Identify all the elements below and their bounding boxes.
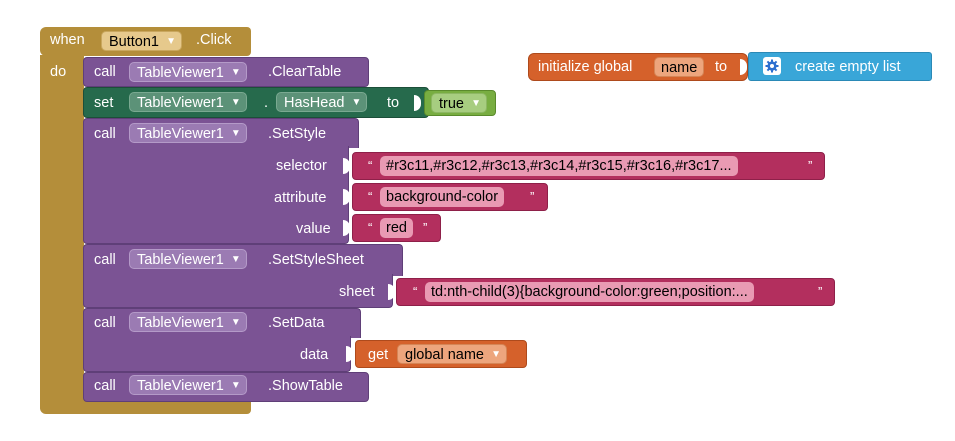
set-label: set [94, 95, 114, 111]
attribute-value-field[interactable]: background-color [380, 187, 505, 207]
open-quote: “ [413, 284, 418, 299]
dropdown-arrow-icon: ▼ [230, 380, 241, 391]
component-label: TableViewer1 [137, 252, 224, 268]
value-value-field[interactable]: red [380, 218, 413, 238]
dropdown-arrow-icon: ▼ [230, 97, 241, 108]
global-name-dropdown[interactable]: global name ▼ [397, 344, 507, 364]
setstyle-params-body [83, 146, 349, 244]
data-socket [346, 346, 353, 362]
get-label: get [368, 347, 389, 363]
close-quote: ” [808, 158, 813, 173]
set-to-label: to [387, 95, 400, 111]
selector-param-label: selector [276, 158, 327, 174]
tableviewer1-dropdown[interactable]: TableViewer1 ▼ [129, 92, 247, 112]
click-event-label: .Click [196, 32, 232, 48]
setstylesheet-method-label: .SetStyleSheet [268, 252, 364, 268]
tableviewer1-dropdown[interactable]: TableViewer1 ▼ [129, 249, 247, 269]
dropdown-arrow-icon: ▼ [471, 98, 481, 109]
dot-label: . [264, 95, 269, 111]
sheet-value-text: td:nth-child(3){background-color:green;p… [431, 284, 748, 300]
dropdown-arrow-icon: ▼ [351, 97, 362, 108]
tableviewer1-dropdown[interactable]: TableViewer1 ▼ [129, 62, 247, 82]
close-quote: ” [818, 284, 823, 299]
component-label: TableViewer1 [137, 315, 224, 331]
dropdown-arrow-icon: ▼ [230, 317, 241, 328]
global-to-label: to [715, 59, 728, 75]
open-quote: “ [368, 158, 373, 173]
dropdown-arrow-icon: ▼ [230, 254, 241, 265]
setdata-params-body [83, 336, 351, 372]
sheet-value-field[interactable]: td:nth-child(3){background-color:green;p… [425, 282, 754, 302]
value-param-label: value [296, 221, 331, 237]
data-param-label: data [300, 347, 329, 363]
tableviewer1-dropdown[interactable]: TableViewer1 ▼ [129, 123, 247, 143]
gear-icon[interactable] [763, 57, 781, 75]
call-label: call [94, 64, 116, 80]
call-label: call [94, 252, 116, 268]
true-dropdown[interactable]: true ▼ [431, 93, 487, 113]
dropdown-arrow-icon: ▼ [230, 128, 241, 139]
component-label: TableViewer1 [137, 65, 224, 81]
global-var-name-text: name [661, 60, 698, 76]
button1-dropdown[interactable]: Button1 ▼ [101, 31, 182, 51]
init-socket [740, 59, 747, 75]
property-label: HasHead [284, 95, 345, 111]
tableviewer1-dropdown[interactable]: TableViewer1 ▼ [129, 312, 247, 332]
call-label: call [94, 315, 116, 331]
dropdown-arrow-icon: ▼ [166, 36, 176, 47]
value-value-text: red [386, 220, 407, 236]
true-label: true [439, 96, 464, 112]
hashead-socket [414, 95, 421, 111]
component-label: TableViewer1 [137, 378, 224, 394]
selector-value-field[interactable]: #r3c11,#r3c12,#r3c13,#r3c14,#r3c15,#r3c1… [380, 156, 738, 176]
create-empty-list-block[interactable] [748, 52, 932, 81]
open-quote: “ [368, 189, 373, 204]
open-quote: “ [368, 220, 373, 235]
setstyle-method-label: .SetStyle [268, 126, 327, 142]
showtable-method-label: .ShowTable [268, 378, 343, 394]
attribute-param-label: attribute [274, 190, 327, 206]
close-quote: ” [423, 220, 428, 235]
create-empty-list-label: create empty list [795, 59, 901, 75]
hashead-property-dropdown[interactable]: HasHead ▼ [276, 92, 368, 112]
close-quote: ” [530, 189, 535, 204]
component-label: TableViewer1 [137, 126, 224, 142]
tableviewer1-dropdown[interactable]: TableViewer1 ▼ [129, 375, 247, 395]
component-label: TableViewer1 [137, 95, 224, 111]
when-label: when [50, 32, 85, 48]
attribute-value-text: background-color [386, 189, 499, 205]
sheet-socket [388, 284, 395, 300]
gear-icon-svg [765, 59, 779, 73]
attribute-socket [343, 189, 350, 205]
initialize-global-label: initialize global [538, 59, 633, 75]
global-name-text: global name [405, 347, 484, 363]
cleartable-method-label: .ClearTable [268, 64, 342, 80]
button1-label: Button1 [109, 34, 159, 50]
event-bottom-cap [40, 400, 251, 414]
selector-socket [343, 158, 350, 174]
dropdown-arrow-icon: ▼ [230, 67, 241, 78]
call-label: call [94, 126, 116, 142]
initialize-global-block[interactable] [528, 53, 748, 81]
sheet-param-label: sheet [339, 284, 375, 300]
selector-value-text: #r3c11,#r3c12,#r3c13,#r3c14,#r3c15,#r3c1… [386, 158, 732, 174]
do-label: do [50, 64, 67, 80]
setstylesheet-params-body [83, 274, 393, 308]
value-socket [343, 220, 350, 236]
call-label: call [94, 378, 116, 394]
setdata-method-label: .SetData [268, 315, 325, 331]
dropdown-arrow-icon: ▼ [491, 349, 501, 360]
event-do-arm [40, 55, 84, 413]
global-var-name-field[interactable]: name [654, 57, 705, 77]
